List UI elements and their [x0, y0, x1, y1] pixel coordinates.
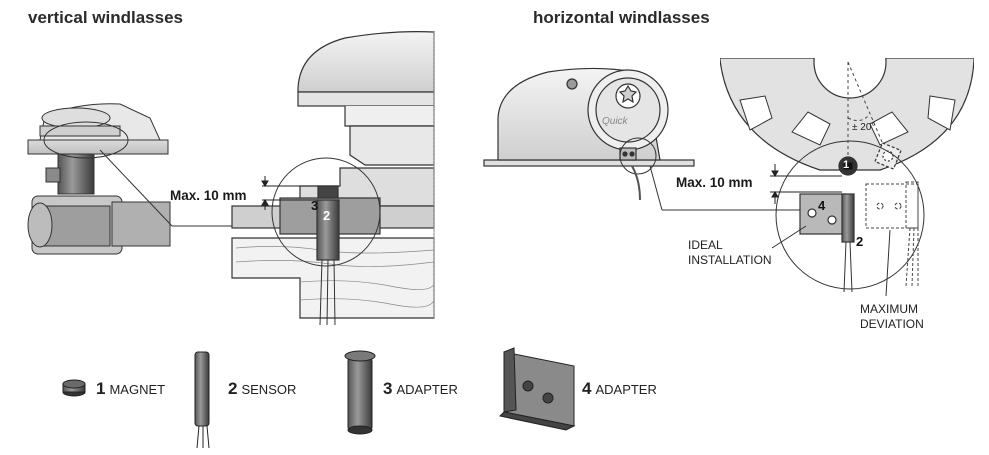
ideal-leader	[771, 225, 807, 249]
vertical-max-label: Max. 10 mm	[170, 188, 247, 203]
horizontal-adapter-ideal	[799, 193, 855, 293]
horizontal-max-dimension	[770, 164, 842, 204]
angle-label: ± 20°	[852, 122, 876, 133]
vertical-part-2: 2	[323, 208, 331, 223]
horizontal-part-4: 4	[818, 198, 826, 213]
horizontal-windlass-body	[483, 67, 695, 201]
adapter-4-icon	[498, 347, 576, 431]
horizontal-part-2: 2	[856, 234, 864, 249]
adapter-3-icon	[344, 350, 376, 435]
brand-logo: Quick	[602, 116, 628, 127]
horizontal-max-label: Max. 10 mm	[676, 175, 753, 190]
horizontal-part-1: 1	[843, 159, 850, 171]
horizontal-windlasses-title: horizontal windlasses	[533, 8, 710, 27]
vertical-cross-section	[231, 31, 435, 326]
vertical-part-3: 3	[311, 198, 319, 213]
horizontal-adapter-deviation	[865, 181, 919, 287]
deviation-guides	[847, 61, 889, 168]
sensor-icon	[194, 351, 210, 449]
magnet-icon	[62, 379, 86, 397]
vertical-windlasses-title: vertical windlasses	[28, 8, 183, 27]
vertical-max-dimension	[261, 176, 318, 210]
vertical-windlass-overview	[27, 103, 171, 255]
horizontal-leader-line	[649, 165, 663, 211]
gear-detail	[720, 58, 974, 171]
deviation-leader	[885, 229, 891, 297]
vertical-leader-line	[99, 149, 173, 227]
horizontal-detail-circle	[775, 140, 925, 290]
